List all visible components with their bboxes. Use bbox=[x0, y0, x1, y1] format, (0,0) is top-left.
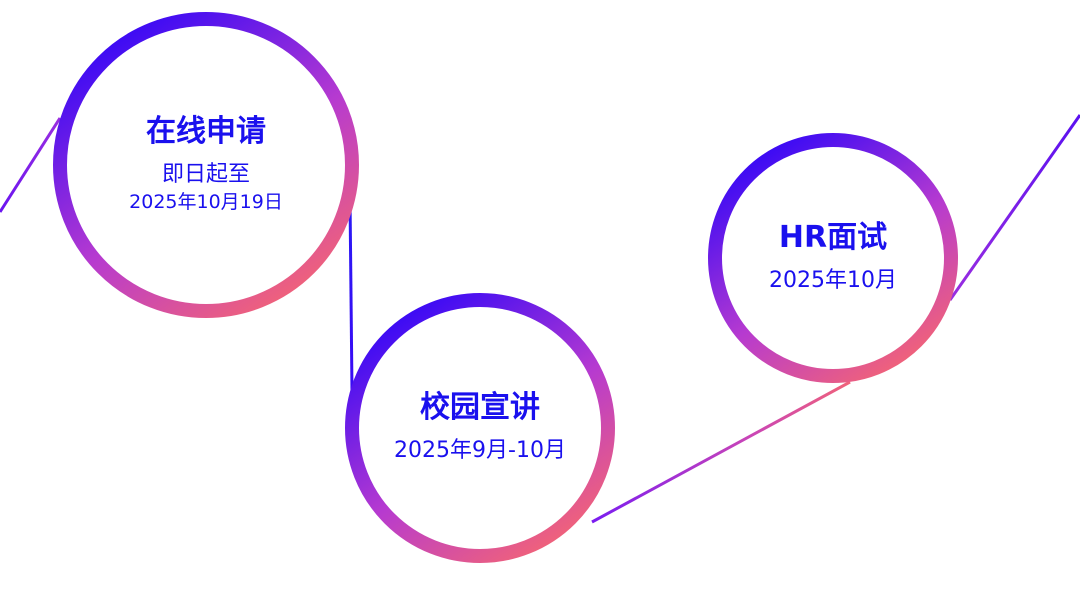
stage-hr-interview: HR面试 2025年10月 bbox=[723, 200, 943, 316]
connector-line-2 bbox=[348, 197, 354, 393]
stage-date-line1: 2025年10月 bbox=[769, 268, 897, 294]
stage-title: 在线申请 bbox=[146, 114, 266, 150]
stage-date-line1: 即日起至 bbox=[161, 162, 250, 188]
stage-date-line1: 2025年9月-10月 bbox=[394, 438, 566, 464]
connector-line-4 bbox=[948, 114, 1080, 301]
connector-line-3 bbox=[591, 380, 851, 524]
stage-title: 校园宣讲 bbox=[420, 390, 540, 426]
stage-title: HR面试 bbox=[778, 220, 888, 256]
stage-campus-talk: 校园宣讲 2025年9月-10月 bbox=[360, 370, 600, 486]
stage-ring-3 bbox=[708, 133, 958, 383]
stage-ring-2 bbox=[345, 293, 615, 563]
stage-online-application: 在线申请 即日起至 2025年10月19日 bbox=[76, 60, 336, 270]
stage-date-line2: 2025年10月19日 bbox=[129, 191, 283, 214]
connector-line-1 bbox=[0, 117, 62, 213]
stage-ring-1 bbox=[53, 12, 359, 318]
